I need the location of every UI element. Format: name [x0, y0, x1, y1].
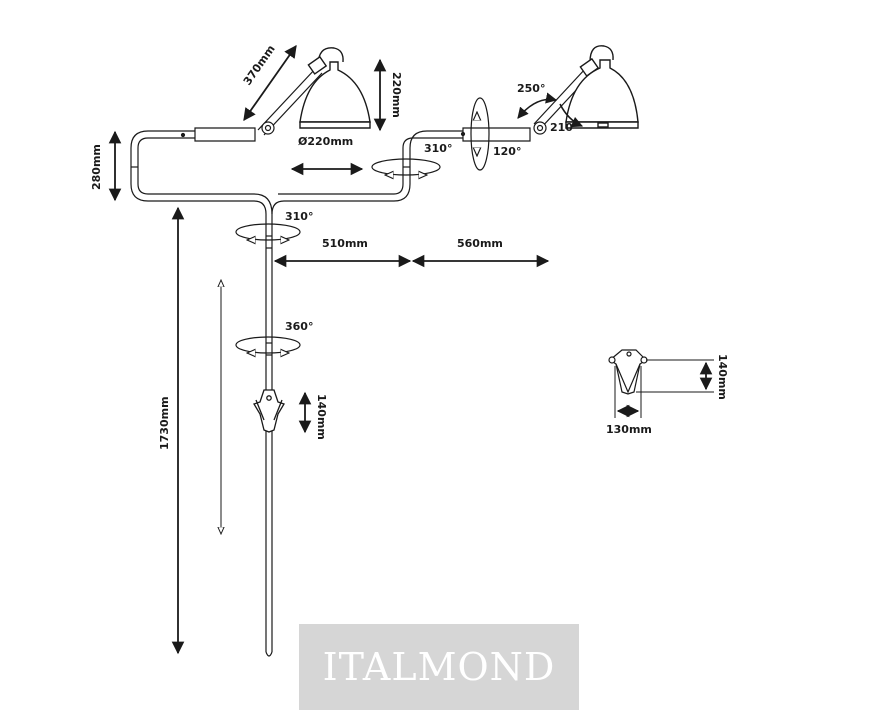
label-shade-height: 220mm	[390, 72, 403, 118]
base-detail	[608, 349, 648, 395]
label-rotation-210: 210°	[550, 121, 578, 134]
label-clamp-height: 140mm	[315, 394, 328, 440]
label-base-width: 130mm	[606, 423, 652, 436]
watermark: ITALMOND	[299, 624, 579, 710]
label-rotation-310-pole: 310°	[285, 210, 313, 223]
dimension-labels: 370mm 220mm Ø220mm 280mm 310° 120° 250° …	[90, 43, 729, 450]
label-rotation-310-arm: 310°	[424, 142, 452, 155]
rotation-indicators	[235, 92, 584, 353]
label-rotation-120: 120°	[493, 145, 521, 158]
left-lamp-shade	[299, 47, 371, 129]
base-dimension-lines	[614, 359, 714, 418]
label-shade-diameter: Ø220mm	[298, 135, 353, 148]
label-total-height: 1730mm	[158, 396, 171, 450]
pole-structure	[130, 130, 463, 657]
label-rotation-360: 360°	[285, 320, 313, 333]
label-reach-560: 560mm	[457, 237, 503, 250]
pole-clamp	[253, 389, 285, 433]
label-reach-510: 510mm	[322, 237, 368, 250]
label-rotation-250: 250°	[517, 82, 545, 95]
label-base-height: 140mm	[716, 354, 729, 400]
watermark-text: ITALMOND	[322, 645, 556, 689]
dimension-arrows	[108, 44, 550, 655]
label-arm-drop: 280mm	[90, 144, 103, 190]
right-lamp-shade	[565, 45, 639, 129]
